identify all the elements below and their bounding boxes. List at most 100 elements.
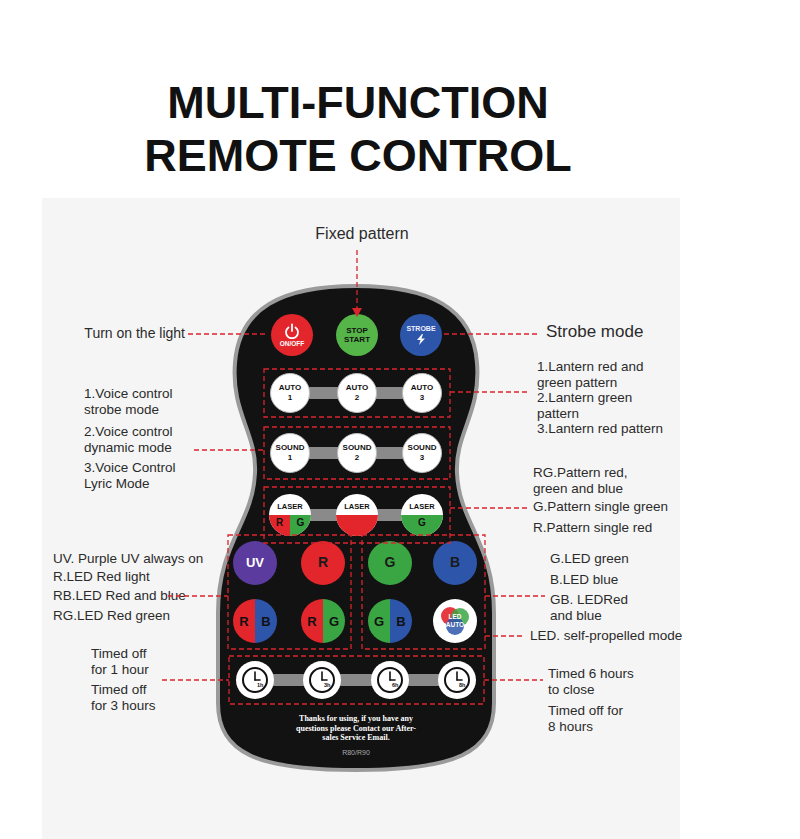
button-label: STROBE — [406, 325, 435, 333]
remote-button: B — [433, 541, 477, 585]
group-frame — [228, 535, 351, 649]
leader-line — [188, 333, 268, 334]
remote-button: AUTO 1 — [270, 373, 310, 413]
remote-button: AUTO 3 — [402, 373, 442, 413]
clock-icon — [236, 661, 274, 699]
callout-label: Timed 6 hours to close — [548, 666, 648, 698]
leader-line — [444, 333, 540, 334]
callout-label: UV. Purple UV always on — [53, 551, 233, 567]
button-label: B — [396, 614, 405, 629]
callout-label: RG.Pattern red, green and blue — [533, 465, 663, 497]
remote-button: UV — [233, 541, 277, 585]
callout-label: 2.Lantern green pattern — [537, 390, 662, 422]
callout-label: Timed off for 1 hour — [91, 646, 166, 678]
group-frame — [264, 427, 450, 479]
button-label: R — [276, 517, 283, 529]
button-label: R — [239, 614, 248, 629]
lightning-icon — [416, 334, 426, 345]
callout-label: Strobe mode — [546, 322, 716, 342]
button-label: UV — [246, 556, 264, 571]
remote-button: LASERRG — [269, 494, 311, 536]
button-label: 1h — [257, 682, 263, 688]
leader-line — [485, 635, 525, 636]
remote-button: RG — [301, 599, 345, 643]
button-label: LASER — [336, 502, 378, 511]
leader-line — [194, 449, 264, 450]
callout-label: LED. self-propelled mode — [530, 628, 720, 644]
button-label: AUTO 1 — [279, 383, 302, 403]
color-half — [336, 515, 378, 536]
clock-icon — [371, 661, 409, 699]
leader-line — [485, 595, 545, 596]
callout-label: RB.LED Red and blue — [53, 588, 233, 604]
callout-label: Fixed pattern — [262, 224, 462, 243]
power-icon — [284, 323, 300, 339]
footer-note: Thanks for using, if you have any questi… — [292, 714, 420, 743]
button-label: R — [307, 614, 316, 629]
group-frame — [362, 535, 485, 649]
remote-button: RB — [233, 599, 277, 643]
laser-color-band: RG — [269, 515, 311, 536]
button-label: LASER — [401, 502, 443, 511]
callout-label: R.Pattern single red — [533, 520, 703, 536]
callout-label: GB. LEDRed and blue — [550, 592, 645, 624]
remote-button: ON/OFF — [271, 314, 313, 356]
leader-line — [484, 679, 543, 680]
remote-button: LASER G — [401, 494, 443, 536]
button-label: SOUND 2 — [343, 443, 372, 463]
remote-button: 3h — [303, 661, 341, 699]
group-frame — [264, 487, 450, 543]
button-label: AUTO 3 — [411, 383, 434, 403]
remote-button: SOUND 3 — [402, 433, 442, 473]
button-label: 3h — [324, 682, 330, 688]
remote-button: 6h — [371, 661, 409, 699]
remote-button: GB — [368, 599, 412, 643]
color-half: R — [269, 515, 290, 536]
button-label: LED AUTO — [446, 613, 464, 629]
remote-button: LED AUTO — [433, 599, 477, 643]
callout-label: 3.Lantern red pattern — [537, 421, 707, 437]
button-label: G — [385, 555, 396, 571]
remote-button: G — [368, 541, 412, 585]
button-label: G — [329, 614, 339, 629]
button-label: G — [297, 517, 305, 529]
callout-label: R.LED Red light — [53, 569, 233, 585]
callout-label: Timed off for 8 hours — [548, 703, 628, 735]
diagram-title: MULTI-FUNCTION REMOTE CONTROL — [138, 76, 578, 182]
color-half: G — [290, 515, 311, 536]
leader-line — [162, 679, 229, 680]
remote-button: 8h — [438, 661, 476, 699]
callout-label: 2.Voice control dynamic mode — [84, 424, 204, 456]
button-label: STOP START — [344, 326, 370, 345]
leader-arrowhead — [352, 308, 362, 317]
remote-button: SOUND 2 — [337, 433, 377, 473]
remote-button: AUTO 2 — [337, 373, 377, 413]
remote-button: R — [301, 541, 345, 585]
button-label: G — [418, 517, 426, 529]
group-frame — [264, 369, 450, 417]
button-label: R — [318, 555, 328, 571]
leader-line — [356, 250, 357, 308]
button-label: 8h — [459, 682, 465, 688]
callout-label: 1.Lantern red and green pattern — [537, 359, 667, 391]
button-label: SOUND 3 — [408, 443, 437, 463]
callout-label: G.LED green — [550, 551, 710, 567]
callout-label: G.Pattern single green — [533, 499, 703, 515]
button-label: LASER — [269, 502, 311, 511]
remote-button: STROBE — [400, 314, 442, 356]
callout-label: B.LED blue — [550, 572, 710, 588]
callout-label: RG.LED Red green — [53, 608, 233, 624]
button-label: AUTO 2 — [346, 383, 369, 403]
button-label: G — [374, 614, 384, 629]
remote-button: 1h — [236, 661, 274, 699]
callout-label: 3.Voice Control Lyric Mode — [84, 460, 204, 492]
laser-color-band: G — [401, 515, 443, 536]
model-number: R80/R90 — [215, 748, 497, 757]
leader-line — [450, 391, 530, 392]
callout-label: Timed off for 3 hours — [91, 682, 166, 714]
remote-button: LASER — [336, 494, 378, 536]
remote-button: SOUND 1 — [270, 433, 310, 473]
color-half: G — [401, 515, 443, 536]
leader-line — [168, 595, 228, 596]
